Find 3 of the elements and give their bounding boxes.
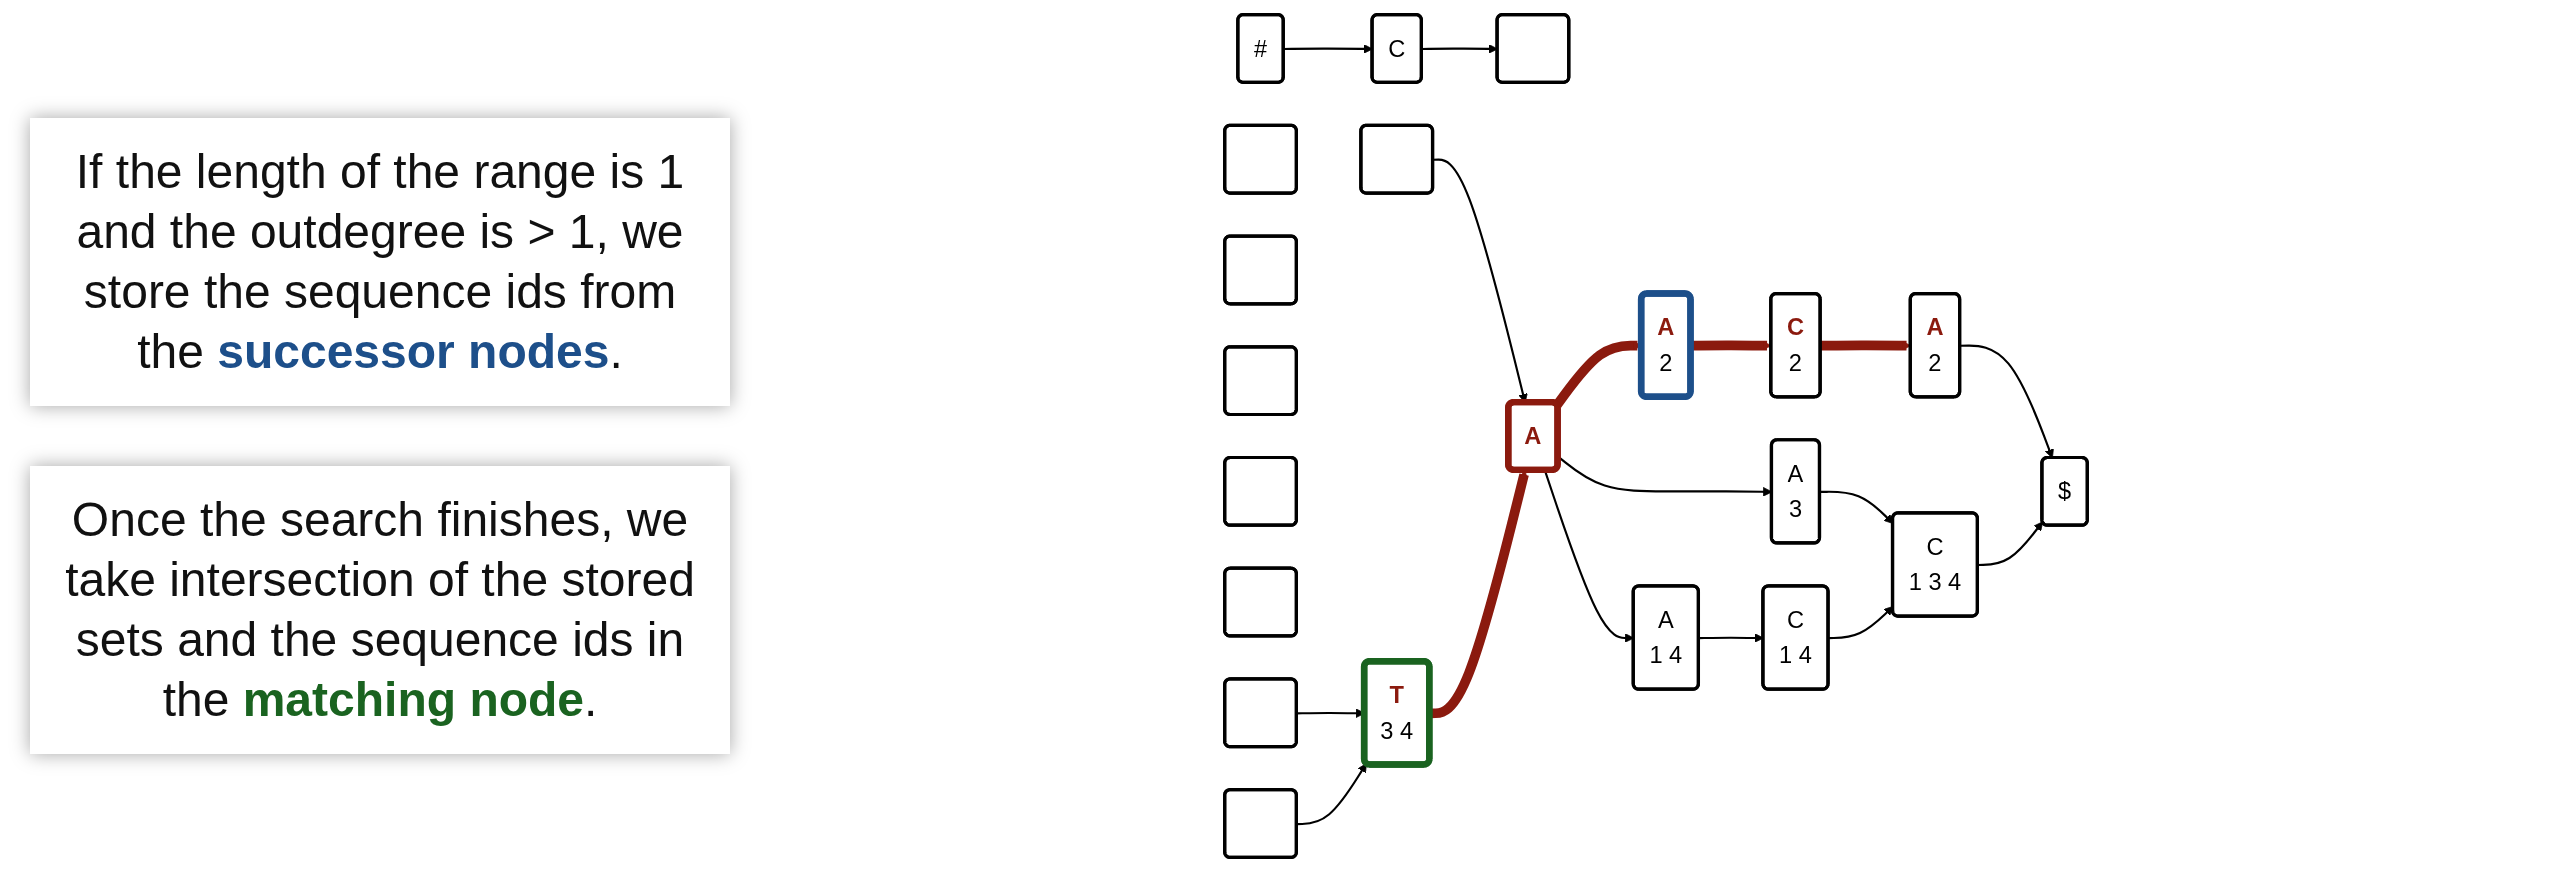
callout-note: If the length of the range is 1 and the outdegree is > 1, we store the sequence ids from the successor nodes. <box>30 118 730 406</box>
callout-note: Once the search finishes, we take intersection of the stored sets and the sequence ids in the matching node. <box>30 466 730 754</box>
arrow <box>1820 490 1894 524</box>
